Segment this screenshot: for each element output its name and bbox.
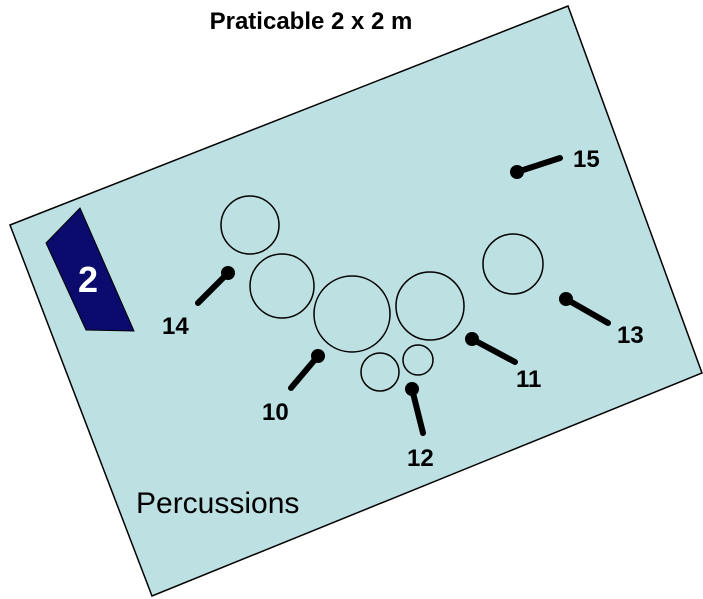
drum-circle-mid-left — [249, 253, 315, 319]
mic-15-head — [510, 165, 524, 179]
drum-circle-small-right — [402, 344, 434, 376]
mic-11-head — [465, 332, 479, 346]
diagram-title: Praticable 2 x 2 m — [209, 8, 413, 35]
riser-2-number: 2 — [78, 259, 98, 300]
mic-11-label: 11 — [516, 366, 541, 393]
drum-circle-center-large — [313, 275, 391, 353]
zone-label: Percussions — [136, 487, 299, 520]
drum-circle-center-right — [395, 271, 465, 341]
platform — [9, 5, 703, 597]
mic-15-label: 15 — [573, 146, 600, 173]
mic-12-head — [405, 382, 419, 396]
mic-12-stand — [409, 386, 426, 436]
mic-14-stand — [195, 270, 231, 306]
mic-14-head — [221, 266, 235, 280]
drum-circle-top-left — [220, 195, 280, 255]
riser-2-shape — [45, 207, 135, 332]
mic-10-label: 10 — [262, 399, 289, 426]
mic-15-stand — [514, 155, 563, 175]
mic-11-stand — [469, 336, 518, 365]
mic-13-label: 13 — [617, 322, 644, 349]
mic-14-label: 14 — [162, 313, 189, 340]
mic-10-head — [311, 349, 325, 363]
mic-13-head — [559, 292, 573, 306]
mic-12-label: 12 — [407, 445, 434, 472]
mic-13-stand — [563, 296, 611, 326]
drum-circle-right — [482, 233, 544, 295]
drum-circle-small-left — [360, 352, 400, 392]
